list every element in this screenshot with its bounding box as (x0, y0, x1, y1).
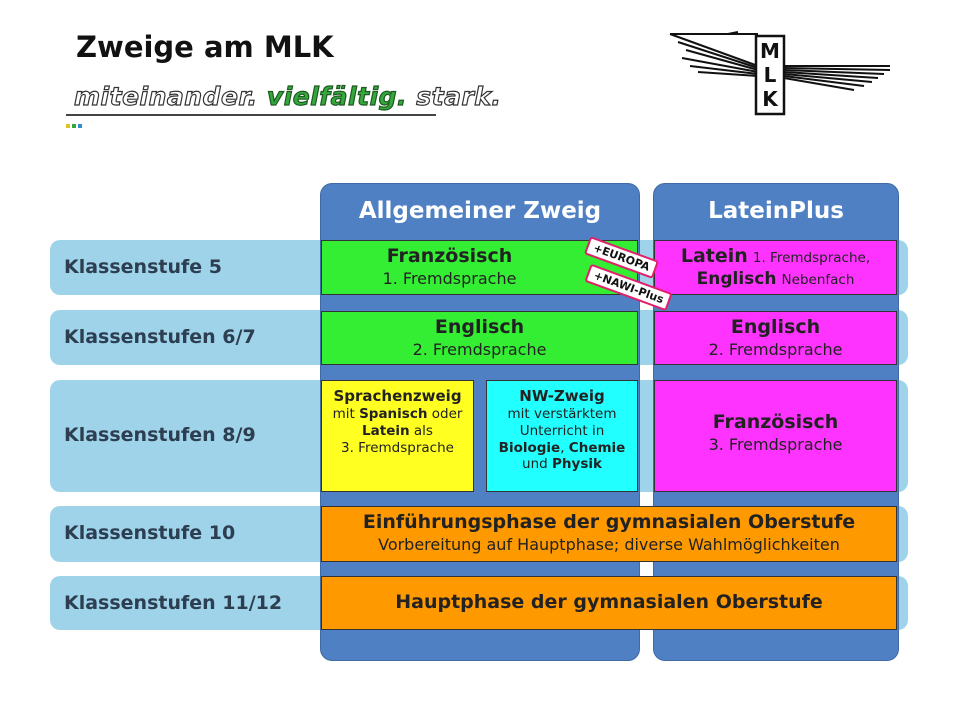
cell-subtitle: Vorbereitung auf Hauptphase; diverse Wah… (378, 534, 840, 554)
cell-subtitle: 1. Fremdsprache (382, 268, 517, 288)
cell-text: oder (427, 405, 463, 422)
cell-text-bold: Chemie (568, 439, 626, 456)
cell-title: Englisch (434, 316, 525, 338)
logo-letter-l: L (764, 63, 777, 87)
cell-subtitle: 2. Fremdsprache (708, 339, 843, 359)
column-header: LateinPlus (708, 198, 844, 224)
cell-title: NW-Zweig (519, 387, 605, 405)
cell-text: 1. Fremdsprache, (752, 250, 871, 266)
cell-text-bold: Physik (552, 456, 602, 473)
cell-title: Latein (680, 245, 748, 267)
cell-latein-5: Latein 1. Fremdsprache, Englisch Nebenfa… (654, 240, 897, 295)
cell-text-bold: Spanisch (359, 405, 428, 422)
cell-text-bold: Biologie (498, 439, 561, 456)
cell-title: Sprachenzweig (333, 387, 462, 405)
row-label: Klassenstufe 5 (64, 256, 222, 278)
cell-text: 3. Fremdsprache (341, 439, 454, 456)
slogan-word-1: miteinander. (73, 81, 258, 111)
slogan-underline (66, 114, 436, 116)
cell-text: , (560, 439, 569, 456)
logo-letter-m: M (760, 39, 780, 63)
logo-letter-k: K (762, 87, 779, 111)
cell-title: Französisch (712, 411, 839, 433)
cell-text-bold: Latein (362, 422, 410, 439)
row-label: Klassenstufe 10 (64, 522, 236, 544)
cell-einfuehrungsphase: Einführungsphase der gymnasialen Oberstu… (321, 506, 897, 562)
cell-englisch-6-7: Englisch 2. Fremdsprache (321, 311, 638, 365)
row-label: Klassenstufen 6/7 (64, 326, 256, 348)
mlk-logo: M L K (669, 31, 891, 116)
cell-title: Hauptphase der gymnasialen Oberstufe (395, 591, 823, 613)
cell-text: mit (332, 405, 360, 422)
cell-subtitle: 3. Fremdsprache (708, 434, 843, 454)
cell-subtitle: 2. Fremdsprache (412, 339, 547, 359)
cell-text: mit verstärktem (507, 405, 617, 422)
cell-text: Unterricht in (519, 422, 605, 439)
row-label: Klassenstufen 8/9 (64, 424, 256, 446)
cell-franzoesisch-8-9: Französisch 3. Fremdsprache (654, 380, 897, 492)
cell-title: Französisch (386, 245, 513, 267)
cell-text: als (409, 422, 433, 439)
cell-hauptphase: Hauptphase der gymnasialen Oberstufe (321, 576, 897, 630)
column-header: Allgemeiner Zweig (358, 198, 602, 224)
slogan: miteinander. vielfältig. stark. (73, 81, 502, 111)
row-label: Klassenstufen 11/12 (64, 592, 283, 614)
cell-sprachenzweig: Sprachenzweig mit Spanisch oder Latein a… (321, 380, 474, 492)
cell-text: und (522, 456, 553, 473)
color-dots (66, 113, 84, 132)
cell-englisch-lateinplus-6-7: Englisch 2. Fremdsprache (654, 311, 897, 365)
cell-title: Englisch (730, 316, 821, 338)
cell-title: Einführungsphase der gymnasialen Oberstu… (362, 511, 856, 533)
slogan-word-3: stark. (416, 81, 502, 111)
cell-nw-zweig: NW-Zweig mit verstärktem Unterricht in B… (486, 380, 638, 492)
cell-title: Englisch (696, 268, 777, 289)
slogan-word-2: vielfältig. (266, 81, 408, 111)
page-title: Zweige am MLK (76, 30, 334, 64)
cell-text: Nebenfach (781, 271, 855, 288)
